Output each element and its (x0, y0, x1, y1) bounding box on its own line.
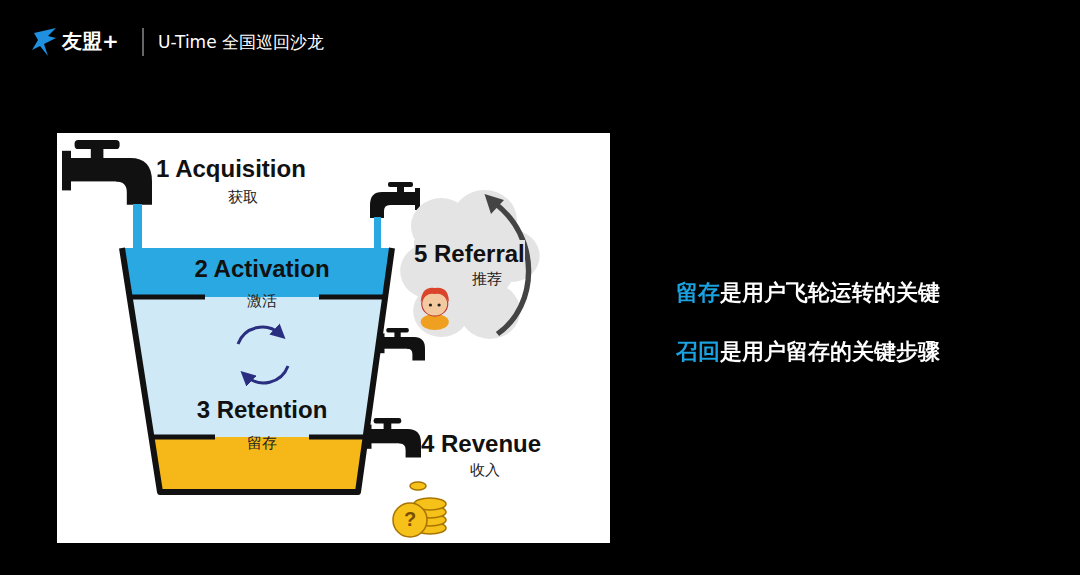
brand-name: 友盟+ (62, 28, 119, 55)
coin-mark: ? (404, 507, 416, 531)
water-stream (374, 217, 381, 249)
slogan-text: 召回是用户留存的关键步骤 (676, 338, 940, 366)
stage-heading: 5 Referral (414, 240, 525, 268)
referral-faucet (370, 182, 420, 218)
acquisition-faucet (62, 140, 152, 205)
cycle-arrows (238, 327, 288, 383)
stage-heading: 1 Acquisition (156, 155, 306, 183)
referral-cloud: 5 Referral 推荐 (398, 186, 541, 346)
stage-chinese: 留存 (247, 434, 277, 452)
side-faucet (380, 328, 425, 360)
stage-chinese: 推荐 (472, 270, 502, 288)
event-title: U-Time 全国巡回沙龙 (158, 31, 324, 54)
bucket-fill (100, 248, 420, 497)
coin-stack (393, 482, 446, 537)
logo-mark (32, 28, 56, 56)
activation-band: 2 Activation 激活 (162, 255, 362, 310)
bucket-dividers (130, 297, 385, 437)
bucket-outline (122, 248, 392, 492)
image-panel (57, 133, 610, 543)
revenue-faucet (366, 418, 421, 458)
stage-chinese: 收入 (470, 461, 500, 479)
water-stream (133, 204, 142, 250)
stage-heading: 3 Retention (197, 396, 328, 424)
stage-heading: 4 Revenue (421, 430, 541, 458)
retention-band: 3 Retention 留存 (162, 396, 362, 452)
slogan-text: 留存是用户飞轮运转的关键 (676, 279, 940, 307)
stage-chinese: 获取 (228, 188, 258, 206)
stage-chinese: 激活 (247, 292, 277, 310)
stage-heading: 2 Activation (194, 255, 329, 283)
header-separator (142, 28, 144, 56)
